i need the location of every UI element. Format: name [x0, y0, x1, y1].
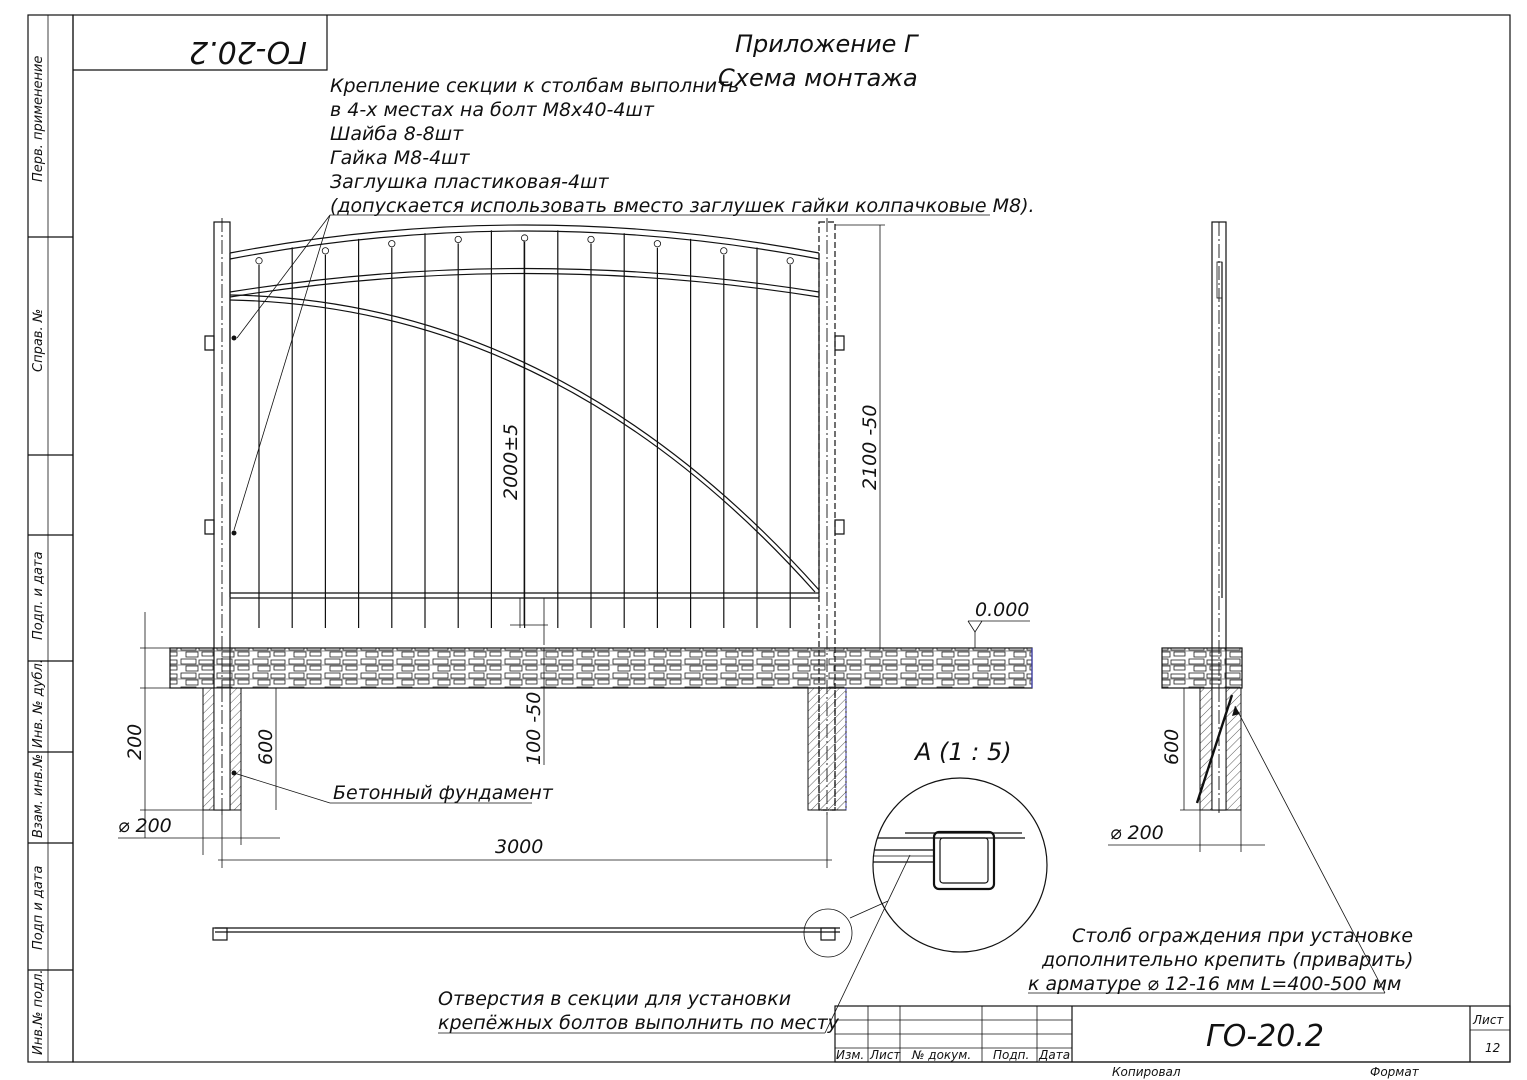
- stamp-field-inv-dubl: Инв. № дубл.: [31, 659, 46, 748]
- dim-section-height: 2000±5: [500, 240, 548, 645]
- svg-text:Формат: Формат: [1370, 1065, 1420, 1079]
- svg-text:Копировал: Копировал: [1112, 1065, 1181, 1079]
- picket-ring: [454, 235, 462, 244]
- stamp-field-perv: Перв. применение: [31, 56, 46, 182]
- stone-base: [169, 647, 1033, 689]
- svg-text:дополнительно крепить (привари: дополнительно крепить (приварить): [1041, 949, 1413, 971]
- detail-a-callout: [803, 908, 853, 958]
- picket-ring: [653, 240, 662, 248]
- svg-text:крепёжных болтов выполнить по: крепёжных болтов выполнить по месту: [438, 1012, 840, 1034]
- appendix-title: Приложение Г: [735, 30, 919, 58]
- mirrored-code: ГО-20.2: [189, 34, 307, 69]
- svg-text:Отверстия в секции для установ: Отверстия в секции для установки: [438, 988, 791, 1010]
- title-block: Изм. Лист № докум. Подп. Дата ГО-20.2 Ли…: [834, 1005, 1511, 1079]
- stamp-field-podp2: Подп и дата: [31, 866, 46, 950]
- code-box-top: ГО-20.2: [73, 15, 328, 71]
- stamp-field-vzam: Взам. инв.№: [31, 754, 46, 838]
- svg-text:100 -50: 100 -50: [523, 692, 545, 765]
- svg-text:⌀ 200: ⌀ 200: [1110, 822, 1164, 844]
- holes-note: Отверстия в секции для установки крепёжн…: [438, 988, 840, 1034]
- picket-ring: [720, 247, 728, 255]
- svg-text:Изм.: Изм.: [836, 1048, 864, 1062]
- svg-text:Дата: Дата: [1038, 1048, 1070, 1062]
- plan-view: [212, 908, 853, 958]
- dim-post-height: 2100 -50: [835, 224, 885, 648]
- stamp-field-inv-podl: Инв.№ подл.: [31, 969, 46, 1055]
- svg-text:600: 600: [1161, 729, 1183, 765]
- svg-text:А (1 : 5): А (1 : 5): [913, 738, 1012, 766]
- svg-text:в 4-х местах на болт М8х40-4шт: в 4-х местах на болт М8х40-4шт: [330, 99, 655, 121]
- post-note: Столб ограждения при установке дополните…: [1028, 705, 1413, 995]
- picket-ring: [786, 257, 794, 265]
- svg-text:Заглушка пластиковая-4шт: Заглушка пластиковая-4шт: [330, 171, 610, 193]
- svg-text:⌀ 200: ⌀ 200: [118, 815, 172, 837]
- top-arc: [229, 224, 820, 254]
- title-code: ГО-20.2: [1206, 1019, 1324, 1054]
- picket-ring: [587, 235, 595, 244]
- svg-text:600: 600: [255, 729, 277, 765]
- dim-bottom: ⌀ 200 3000: [118, 810, 832, 868]
- svg-text:Гайка М8-4шт: Гайка М8-4шт: [330, 147, 471, 169]
- svg-text:№ докум.: № докум.: [911, 1048, 971, 1062]
- svg-text:2100 -50: 2100 -50: [859, 405, 881, 490]
- mounting-note: Крепление секции к столбам выполнить в 4…: [233, 75, 1035, 531]
- svg-text:Лист: Лист: [1472, 1013, 1504, 1027]
- stamp-field-sprav: Справ. №: [31, 309, 46, 372]
- side-stamp: Перв. применение Справ. № Подп. и дата И…: [27, 14, 74, 1063]
- svg-text:Крепление секции к столбам вып: Крепление секции к столбам выполнить: [330, 75, 739, 97]
- detail-a: А (1 : 5): [824, 738, 1048, 1034]
- ground-level-marker: 0.000: [967, 599, 1030, 648]
- svg-text:Подп.: Подп.: [993, 1048, 1029, 1062]
- diagonal-arc: [229, 294, 820, 591]
- dim-gap: 100 -50: [523, 648, 545, 765]
- svg-text:200: 200: [124, 724, 146, 760]
- svg-text:Бетонный фундамент: Бетонный фундамент: [333, 782, 554, 804]
- fence-side-view: 600 ⌀ 200: [1108, 221, 1265, 852]
- dim-left-depths: 200 600: [124, 612, 280, 838]
- svg-text:к арматуре ⌀ 12-16 мм L=400-50: к арматуре ⌀ 12-16 мм L=400-500 мм: [1028, 973, 1401, 995]
- sheet-frame: [72, 14, 1511, 1063]
- svg-text:0.000: 0.000: [975, 599, 1029, 621]
- svg-text:3000: 3000: [495, 836, 543, 858]
- foundation-label: Бетонный фундамент: [233, 772, 554, 804]
- svg-text:Столб ограждения при установке: Столб ограждения при установке: [1072, 925, 1413, 947]
- svg-text:Шайба 8-8шт: Шайба 8-8шт: [330, 123, 464, 145]
- picket-ring: [321, 247, 329, 255]
- picket-ring: [520, 234, 529, 242]
- svg-text:(допускается использовать вмес: (допускается использовать вместо заглуше…: [330, 195, 1035, 217]
- picket-ring: [388, 240, 396, 248]
- front-foundations: [202, 687, 847, 815]
- scheme-title: Схема монтажа: [718, 64, 918, 92]
- picket-ring: [255, 257, 263, 265]
- svg-text:Лист: Лист: [869, 1048, 901, 1062]
- svg-text:2000±5: 2000±5: [500, 424, 522, 500]
- stamp-field-podp1: Подп. и дата: [31, 551, 46, 640]
- sheet-number: 12: [1485, 1041, 1500, 1055]
